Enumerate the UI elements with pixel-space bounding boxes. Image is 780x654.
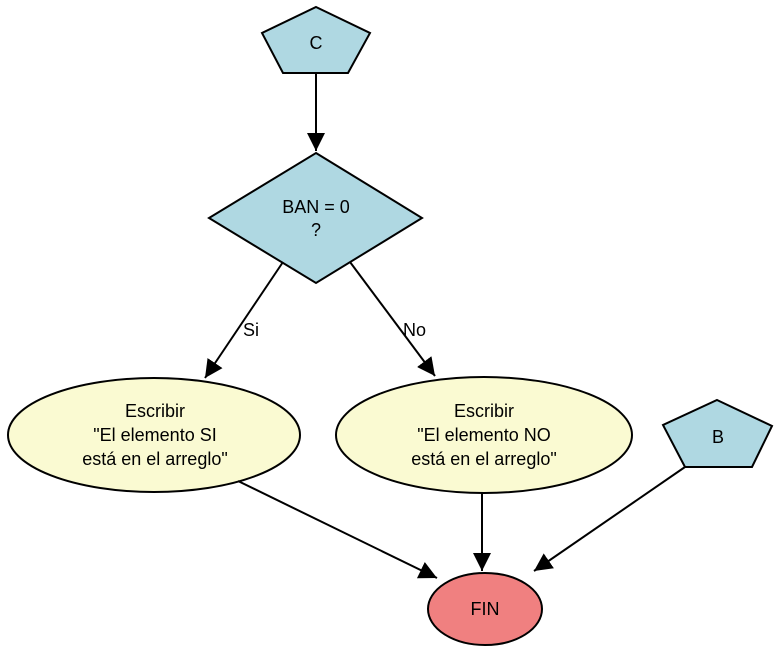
edge-b-to-fin (533, 466, 686, 572)
node-write-si: Escribir "El elemento SI está en el arre… (7, 377, 301, 493)
write-si-line2: "El elemento SI (93, 425, 216, 445)
decision-ban-line2: ? (311, 220, 321, 240)
node-write-no: Escribir "El elemento NO está en el arre… (335, 376, 633, 494)
edge-decision-to-write-si (204, 261, 284, 379)
end-fin-label: FIN (471, 599, 500, 619)
node-connector-c: C (260, 5, 372, 74)
write-no-line3: está en el arreglo" (411, 449, 556, 469)
edge-decision-to-write-no (349, 261, 436, 377)
connector-c-label: C (310, 33, 323, 53)
edge-label-no: No (403, 320, 426, 340)
connector-b-shape (661, 398, 774, 468)
connector-b-label: B (712, 427, 724, 447)
write-no-line2: "El elemento NO (417, 425, 550, 445)
node-end-fin: FIN (427, 572, 543, 646)
decision-ban-line1: BAN = 0 (282, 197, 350, 217)
node-connector-b: B (661, 398, 774, 468)
write-no-line1: Escribir (454, 401, 514, 421)
write-si-shape (7, 377, 301, 493)
edge-label-si: Si (243, 320, 259, 340)
write-si-line1: Escribir (125, 401, 185, 421)
write-no-shape (335, 376, 633, 494)
node-decision-ban: BAN = 0 ? (207, 151, 424, 285)
write-si-line3: está en el arreglo" (82, 449, 227, 469)
edge-write-si-to-fin (237, 480, 438, 579)
end-fin-shape (427, 572, 543, 646)
decision-ban-shape (207, 151, 424, 285)
